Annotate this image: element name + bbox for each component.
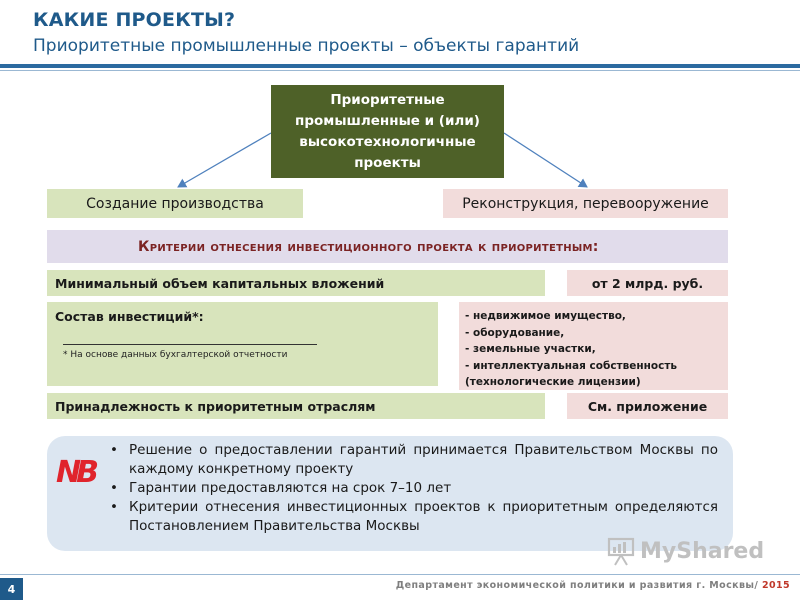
branch-reconstruction-label: Реконструкция, перевооружение: [462, 195, 709, 212]
list-item: - недвижимое имущество,: [465, 310, 626, 322]
branch-new-production: Создание производства: [47, 189, 303, 218]
priority-projects-box: Приоритетные промышленные и (или) высоко…: [271, 85, 504, 178]
list-item: (технологические лицензии): [465, 376, 641, 388]
investment-composition-list: - недвижимое имущество, - оборудование, …: [459, 302, 728, 390]
criterion-min-capex-value-text: от 2 млрд. руб.: [591, 275, 704, 291]
criterion-priority-sectors-value: См. приложение: [567, 393, 728, 419]
slide-subtitle: Приоритетные промышленные проекты – объе…: [33, 36, 580, 56]
footer-year: 2015: [761, 580, 790, 591]
list-item: - земельные участки,: [465, 343, 596, 355]
criterion-priority-sectors-label: Принадлежность к приоритетным отраслям: [55, 398, 376, 414]
page-number: 4: [0, 578, 23, 600]
list-item: - интеллектуальная собственность: [465, 359, 678, 372]
priority-projects-text: Приоритетные промышленные и (или) высоко…: [295, 91, 480, 171]
nb-mark: NB: [56, 455, 99, 490]
watermark: MyShared: [607, 536, 764, 566]
footer-divider: [0, 574, 800, 575]
criterion-min-capex-value: от 2 млрд. руб.: [567, 270, 728, 296]
footer-department-text: Департамент экономической политики и раз…: [395, 580, 759, 591]
nb-bullets: Решение о предоставлении гарантий приним…: [108, 441, 718, 536]
branch-new-production-label: Создание производства: [86, 195, 264, 212]
slide-title: КАКИЕ ПРОЕКТЫ?: [33, 9, 236, 31]
header-divider-thin: [0, 70, 800, 71]
arrow-right: [503, 132, 588, 188]
presentation-screen-icon: [607, 537, 635, 566]
list-item: - оборудование,: [465, 326, 565, 339]
criteria-header: Критерии отнесения инвестиционного проек…: [47, 230, 728, 263]
nb-bullet: Решение о предоставлении гарантий приним…: [108, 441, 718, 479]
criteria-header-text: Критерии отнесения инвестиционного проек…: [138, 238, 599, 255]
footnote-divider: [63, 344, 317, 345]
footnote-text: * На основе данных бухгалтерской отчетно…: [63, 350, 288, 360]
watermark-text: MyShared: [640, 538, 765, 564]
criterion-min-capex-label: Минимальный объем капитальных вложений: [55, 275, 385, 291]
criterion-investment-composition: Состав инвестиций*: * На основе данных б…: [47, 302, 438, 386]
header-divider: [0, 64, 800, 68]
criterion-min-capex: Минимальный объем капитальных вложений: [47, 270, 545, 296]
criterion-investment-composition-label: Состав инвестиций*:: [55, 309, 204, 324]
criterion-priority-sectors-value-text: См. приложение: [587, 398, 708, 414]
nb-bullet: Гарантии предоставляются на срок 7–10 ле…: [108, 479, 718, 498]
arrow-left: [177, 132, 272, 188]
criterion-priority-sectors: Принадлежность к приоритетным отраслям: [47, 393, 545, 419]
nb-bullet: Критерии отнесения инвестиционных проект…: [108, 498, 718, 536]
footer-department: Департамент экономической политики и раз…: [396, 580, 790, 591]
branch-reconstruction: Реконструкция, перевооружение: [443, 189, 728, 218]
